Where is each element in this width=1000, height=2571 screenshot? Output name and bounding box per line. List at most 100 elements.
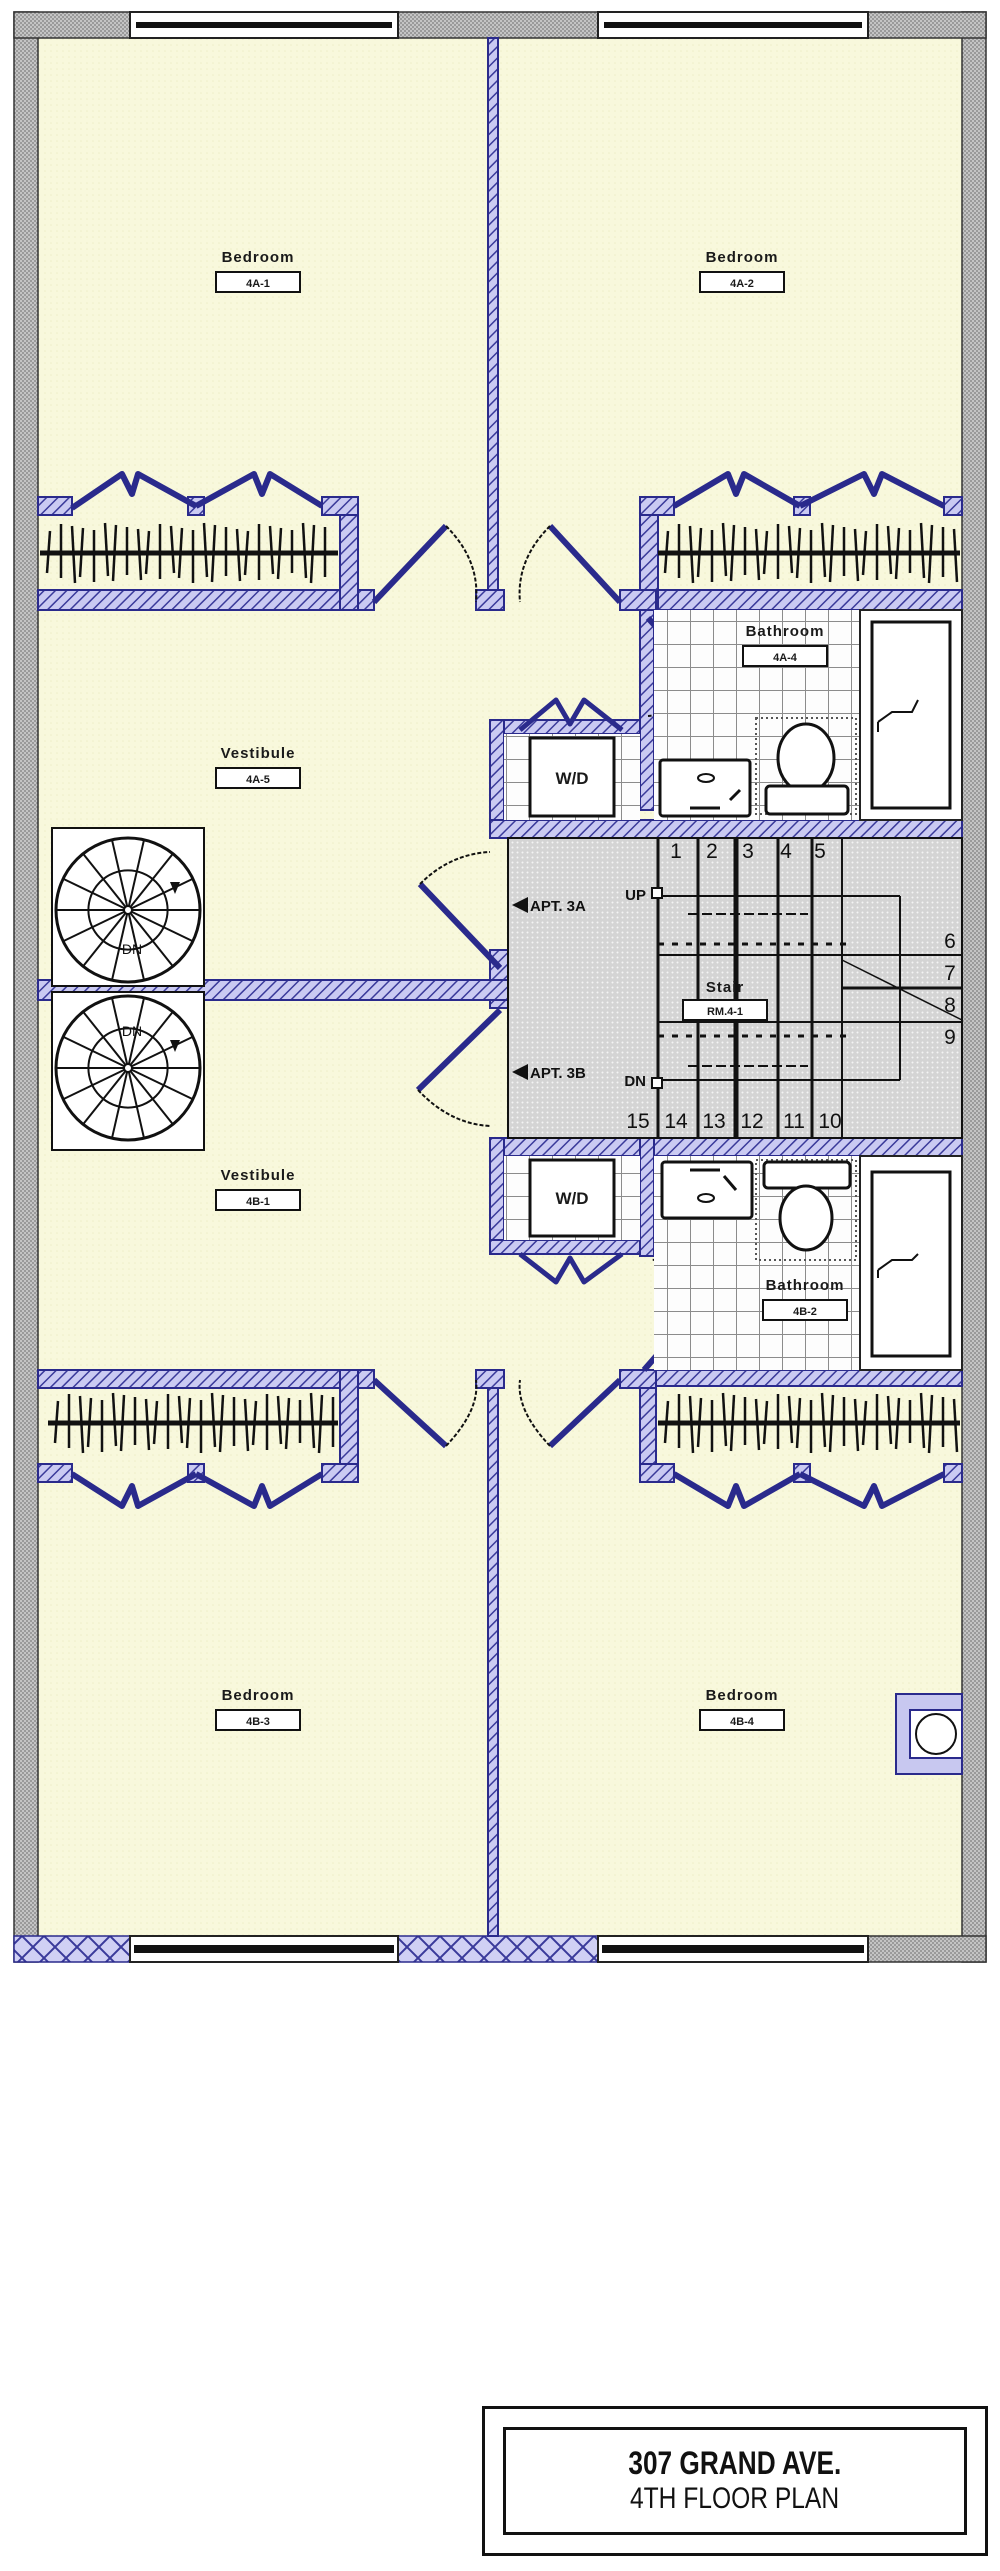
closet-bifold-doors <box>70 471 946 1509</box>
arrow-left-icon <box>512 1064 528 1080</box>
hanger <box>696 1397 703 1448</box>
hanger <box>111 524 118 582</box>
room-name: Stair <box>706 979 744 996</box>
hanger <box>144 1398 151 1451</box>
hanger <box>919 1392 926 1449</box>
hanger <box>828 1394 835 1453</box>
bifold-door[interactable] <box>672 471 802 509</box>
room-name: Vestibule <box>221 1167 296 1184</box>
hanger <box>663 1400 670 1444</box>
hanger <box>284 1397 291 1450</box>
spiral-stair-upper: DN <box>51 827 205 987</box>
hanger <box>144 530 151 575</box>
bifold-door[interactable] <box>798 1471 946 1509</box>
bathroom-4b-area <box>654 1155 963 1371</box>
room-tag: 4A-2 <box>730 278 754 290</box>
door-vestibule-4a[interactable] <box>417 851 503 971</box>
window-bottom-left <box>129 1935 399 1963</box>
bifold-door[interactable] <box>798 471 946 509</box>
hanger <box>177 1395 184 1444</box>
bifold-door-wd-lower[interactable] <box>518 1251 624 1285</box>
apt-3b-marker: APT. 3B <box>512 1064 586 1082</box>
washer-dryer-icon <box>528 1158 616 1238</box>
door-bedroom-4a-1[interactable] <box>371 523 478 605</box>
tread-number: 5 <box>814 840 826 863</box>
hanger <box>276 527 283 580</box>
hanger <box>861 1400 868 1446</box>
closet-upper-right <box>658 522 960 584</box>
bathroom-4a-area <box>654 609 963 821</box>
title-block-inner: 307 GRAND AVE. 4TH FLOOR PLAN <box>503 2427 967 2535</box>
tread-number: 2 <box>706 840 718 863</box>
hanger <box>688 525 695 584</box>
hanger <box>820 1392 827 1448</box>
tread-number: 13 <box>702 1110 725 1133</box>
hanger <box>169 525 176 574</box>
room-tag-box <box>215 271 301 293</box>
bifold-door[interactable] <box>194 471 324 509</box>
window-top-left <box>129 11 399 39</box>
hanger <box>202 522 209 578</box>
toilet-icon <box>755 1159 857 1261</box>
arrow-left-icon <box>512 897 528 913</box>
wd-label: W/D <box>555 769 588 788</box>
hanger <box>853 1398 860 1452</box>
room-name: Vestibule <box>221 745 296 762</box>
hanger <box>235 528 242 582</box>
tread-number: 15 <box>626 1110 649 1133</box>
title-block: 307 GRAND AVE. 4TH FLOOR PLAN <box>482 2406 988 2556</box>
hanger <box>721 1392 728 1447</box>
hanger <box>787 525 794 574</box>
flue-circle-icon <box>915 1713 957 1755</box>
door-bedroom-4b-3[interactable] <box>371 1377 478 1449</box>
room-tag-box <box>215 1189 301 1211</box>
hanger <box>177 527 184 579</box>
bifold-door[interactable] <box>70 1471 198 1509</box>
room-name: Bathroom <box>746 623 825 640</box>
room-tag-box <box>762 1299 848 1321</box>
bifold-door[interactable] <box>194 1471 324 1509</box>
room-labels: Bedroom4A-1Bedroom4A-2Vestibule4A-5Bathr… <box>215 249 848 1731</box>
hanger <box>795 527 802 579</box>
bifold-door-wd-upper[interactable] <box>518 697 624 732</box>
flue <box>895 1693 963 1775</box>
hanger <box>136 528 143 581</box>
door-vestibule-4b[interactable] <box>415 1007 503 1127</box>
room-tag: 4B-1 <box>246 1196 270 1208</box>
room-tag: 4B-2 <box>793 1306 817 1318</box>
apt-3a-marker: APT. 3A <box>512 897 586 915</box>
hanger <box>152 1400 159 1445</box>
wd-closet-lower: W/D <box>504 1156 640 1240</box>
hanger <box>762 1400 769 1445</box>
windows <box>129 11 869 1963</box>
bifold-door[interactable] <box>70 471 198 511</box>
hanger <box>886 525 893 575</box>
room-label: Vestibule 4B-1 <box>215 1167 301 1211</box>
bathtub-icon <box>870 1170 952 1358</box>
tread-number: 6 <box>944 930 956 953</box>
hanger <box>276 1395 283 1445</box>
spiral-dn-label: DN <box>122 1023 142 1039</box>
hanger <box>886 1395 893 1445</box>
hanger <box>119 1394 126 1452</box>
spiral-stair-lower: DN <box>51 991 205 1151</box>
hanger <box>952 528 959 583</box>
door-bedroom-4a-2[interactable] <box>518 523 623 605</box>
bifold-door[interactable] <box>672 1471 802 1509</box>
tread-number: 9 <box>944 1026 956 1049</box>
room-tag: RM.4-1 <box>707 1006 743 1018</box>
hanger <box>729 1394 736 1452</box>
hanger <box>861 530 868 576</box>
hanger <box>754 528 761 581</box>
room-tag-box <box>699 1709 785 1731</box>
bathtub-icon <box>870 620 952 810</box>
door-bedroom-4b-4[interactable] <box>518 1377 623 1449</box>
wd-closet-upper: W/D <box>504 734 640 820</box>
hanger <box>243 1398 250 1452</box>
room-tag: 4A-5 <box>246 774 270 786</box>
